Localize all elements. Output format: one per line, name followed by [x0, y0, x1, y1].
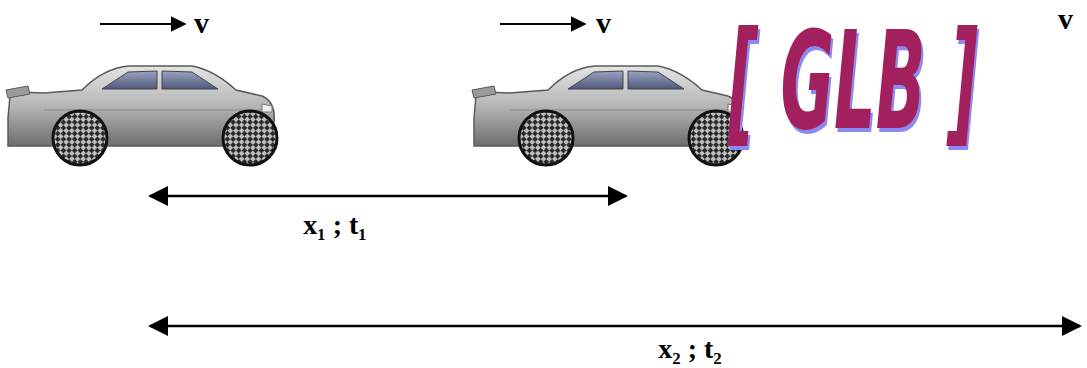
- velocity-arrow: [500, 23, 585, 25]
- velocity-arrow: [100, 23, 185, 25]
- velocity-label: v: [1058, 2, 1073, 35]
- watermark: [ GLB ]: [728, 14, 978, 149]
- distance-time-label: x₁ ; t₁: [303, 210, 366, 241]
- car: [6, 66, 277, 165]
- dimension-arrow: [150, 325, 1080, 328]
- car: [472, 66, 743, 165]
- dimension-arrow: [150, 195, 626, 198]
- velocity-label: v: [194, 6, 209, 39]
- velocity-label: v: [596, 6, 611, 39]
- distance-time-label: x₂ ; t₂: [658, 334, 721, 365]
